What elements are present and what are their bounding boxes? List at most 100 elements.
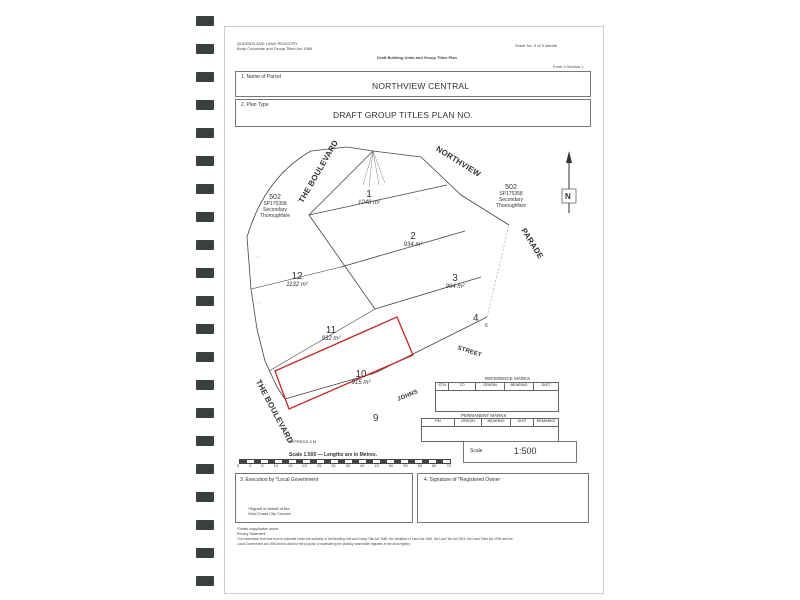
lot-number: 3 bbox=[452, 273, 458, 284]
header-dist: DIST bbox=[511, 419, 534, 426]
adjoining-desc: Thoroughfare bbox=[259, 213, 291, 219]
binding-hole bbox=[196, 352, 214, 362]
lot-line bbox=[250, 266, 342, 290]
scale-tick: 5 bbox=[237, 463, 240, 468]
scale-tick: 70 bbox=[446, 463, 451, 468]
header-remarks: REMARKS bbox=[536, 419, 556, 423]
footer-delete-note: *Delete inapplicable words bbox=[237, 527, 279, 531]
binding-hole bbox=[196, 380, 214, 390]
scale-tick: 65 bbox=[432, 463, 437, 468]
radial-line bbox=[368, 150, 374, 188]
scale-tick: 10 bbox=[273, 463, 279, 468]
north-box bbox=[561, 188, 577, 204]
signature-label: 4. Signature of *Registered Owner bbox=[424, 477, 501, 483]
authority-line-1: QUEENSLAND LAND REGISTRY bbox=[237, 41, 298, 46]
north-arrow-head-icon bbox=[566, 151, 572, 163]
execution-signed-2: Gold Coast City Council bbox=[248, 511, 291, 516]
binding-hole bbox=[196, 324, 214, 334]
lot-number: 10 bbox=[355, 369, 367, 380]
header-origin: ORIGIN bbox=[476, 383, 505, 390]
adjoining-desc: Secondary bbox=[499, 197, 523, 203]
binding-hole bbox=[196, 44, 214, 54]
reference-marks-title: REFERENCE MARKS bbox=[485, 376, 531, 381]
lot-12: 12 1132 m² bbox=[277, 271, 317, 288]
lot-4: 4 bbox=[473, 313, 479, 324]
lot-area: 1132 m² bbox=[286, 282, 308, 288]
corner-note: SYPREDD 3 M bbox=[289, 439, 317, 444]
authority-line-2: Body Corporate and Group Titles Act 1980 bbox=[237, 46, 313, 51]
lot-number: 2 bbox=[410, 231, 416, 242]
lot-line bbox=[308, 150, 374, 216]
lot-3: 3 994 m² bbox=[435, 273, 475, 290]
spiral-binding bbox=[196, 0, 218, 600]
binding-hole bbox=[196, 576, 214, 586]
execution-box: 3. Execution by *Local Government *Signe… bbox=[235, 473, 413, 523]
lot-10: 10 915 m² bbox=[341, 369, 381, 386]
lot-area: 994 m² bbox=[445, 284, 465, 290]
scale-tick: 15 bbox=[287, 463, 293, 468]
binding-hole bbox=[196, 464, 214, 474]
adjoining-desc: Thoroughfare bbox=[495, 203, 527, 209]
binding-hole bbox=[196, 240, 214, 250]
parcel-label: 1. Name of Parcel bbox=[241, 74, 282, 80]
adjoining-plan: SP175358 bbox=[499, 191, 523, 197]
binding-hole bbox=[196, 72, 214, 82]
scale-tick: 45 bbox=[374, 463, 379, 468]
small-label: 6 bbox=[485, 323, 488, 329]
scale-tick: 55 bbox=[403, 463, 408, 468]
lot-area: 1048 m² bbox=[357, 200, 380, 206]
adjoining-lot-number: 502 bbox=[269, 194, 281, 201]
header-pm: PM bbox=[422, 419, 455, 426]
binding-hole bbox=[196, 156, 214, 166]
johns-street-frontage bbox=[284, 316, 488, 400]
scale-tick: 50 bbox=[388, 463, 394, 468]
permanent-marks-header-row: PM ORIGIN BEARING DIST REMARKS bbox=[422, 419, 558, 427]
plan-sheet: QUEENSLAND LAND REGISTRY Body Corporate … bbox=[224, 26, 604, 594]
binding-hole bbox=[196, 212, 214, 222]
lot-number: 12 bbox=[291, 271, 303, 282]
footer-privacy-title: Privacy Statement bbox=[237, 532, 266, 536]
adjoining-lot-east: 502 SP175358 Secondary Thoroughfare bbox=[489, 184, 533, 209]
eastern-boundary bbox=[486, 224, 510, 318]
scale-box: Scale 1:500 bbox=[463, 441, 577, 463]
parcel-name: NORTHVIEW CENTRAL bbox=[372, 81, 470, 91]
sheet-number: Sheet No. 5 of 5 sheets bbox=[515, 43, 557, 48]
reference-marks-table: STN TO ORIGIN BEARING DIST bbox=[435, 382, 559, 412]
lot-1: 1 1048 m² bbox=[349, 189, 389, 206]
form-version: Form 4 Version 1 bbox=[553, 64, 584, 69]
radial-line bbox=[372, 150, 380, 186]
binding-hole bbox=[196, 184, 214, 194]
north-letter: N bbox=[565, 192, 571, 201]
binding-hole bbox=[196, 520, 214, 530]
header-origin: ORIGIN bbox=[455, 419, 482, 426]
lot-area: 932 m² bbox=[321, 336, 341, 342]
adjoining-lot-west: 502 SP175358 Secondary Thoroughfare bbox=[255, 194, 295, 219]
header-bearing: BEARING bbox=[505, 383, 534, 390]
scale-tick: 35 bbox=[345, 463, 351, 468]
lot-10-highlight bbox=[274, 316, 414, 410]
binding-hole bbox=[196, 408, 214, 418]
header-bearing: BEARING bbox=[482, 419, 511, 426]
scale-tick: 0 bbox=[249, 463, 252, 468]
plan-type-value: DRAFT GROUP TITLES PLAN NO. bbox=[333, 110, 474, 120]
scale-tick: 20 bbox=[302, 463, 307, 468]
plan-title: Draft Building Units and Group Titles Pl… bbox=[377, 55, 457, 60]
scale-label: Scale bbox=[470, 448, 483, 454]
parcel-name-box: 1. Name of Parcel NORTHVIEW CENTRAL bbox=[235, 71, 591, 97]
permanent-marks-table: PM ORIGIN BEARING DIST REMARKS bbox=[421, 418, 559, 442]
western-boundary bbox=[246, 236, 286, 400]
footer-privacy-line-1: The information from this form is collec… bbox=[237, 537, 513, 541]
lot-9: 9 bbox=[373, 413, 379, 424]
lot-line bbox=[268, 308, 376, 372]
header-to: TO bbox=[449, 383, 476, 390]
scale-value: 1:500 bbox=[514, 446, 537, 456]
lot-area: 934 m² bbox=[403, 242, 423, 248]
binding-hole bbox=[196, 268, 214, 278]
lot-area: 915 m² bbox=[351, 380, 371, 386]
binding-hole bbox=[196, 296, 214, 306]
radial-line bbox=[362, 150, 374, 186]
execution-signed-1: *Signed of behalf of the bbox=[248, 506, 290, 511]
scale-bar bbox=[239, 459, 451, 464]
signature-box: 4. Signature of *Registered Owner bbox=[417, 473, 589, 523]
binding-hole bbox=[196, 16, 214, 26]
